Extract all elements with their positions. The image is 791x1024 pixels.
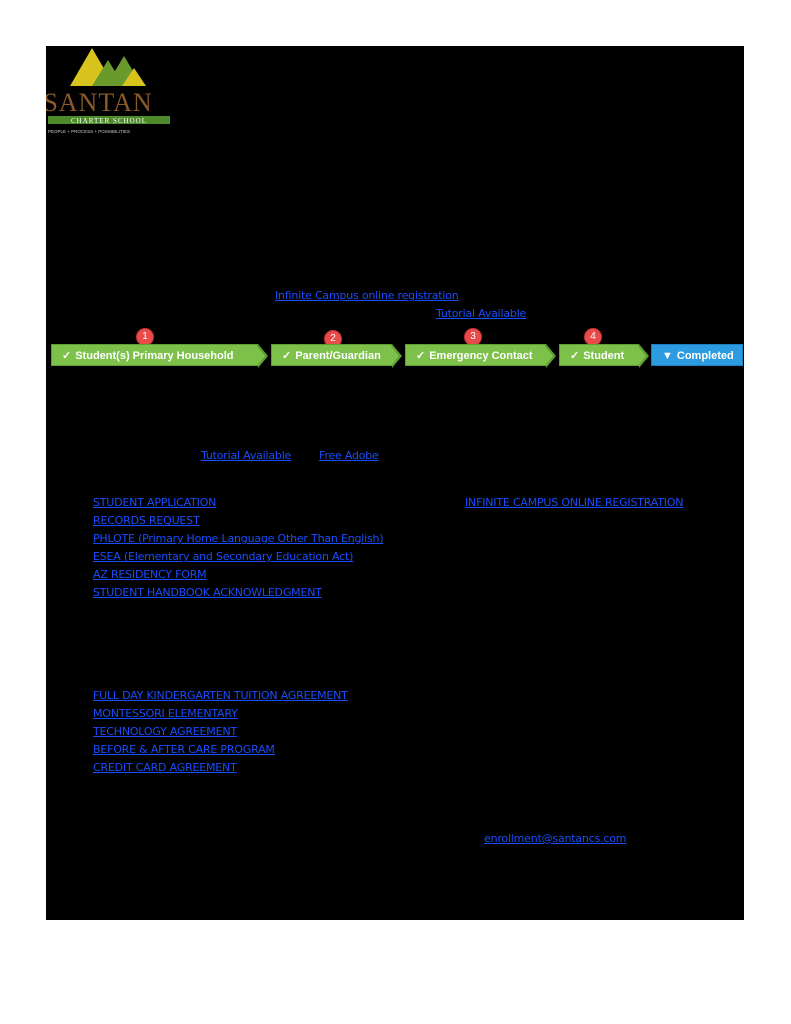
- logo-subtitle: CHARTER SCHOOL: [71, 117, 147, 125]
- registration-tutorial-link[interactable]: Tutorial Available: [436, 307, 527, 320]
- check-icon: ✓: [62, 350, 72, 362]
- step-parent-guardian: ✓Parent/Guardian: [271, 344, 392, 366]
- check-icon: ✓: [416, 350, 426, 362]
- records-request-link[interactable]: RECORDS REQUEST: [93, 514, 200, 527]
- registration-steps: ✓Student(s) Primary Household ✓Parent/Gu…: [51, 344, 743, 370]
- student-handbook-link[interactable]: STUDENT HANDBOOK ACKNOWLEDGMENT: [93, 586, 322, 599]
- step-primary-household: ✓Student(s) Primary Household: [51, 344, 258, 366]
- before-after-care-link[interactable]: BEFORE & AFTER CARE PROGRAM: [93, 743, 275, 756]
- technology-agreement-link[interactable]: TECHNOLOGY AGREEMENT: [93, 725, 237, 738]
- check-icon: ✓: [570, 350, 580, 362]
- step-student: ✓Student: [559, 344, 639, 366]
- step-emergency-contact: ✓Emergency Contact: [405, 344, 546, 366]
- triangle-down-icon: ▼: [662, 350, 673, 362]
- credit-card-agreement-link[interactable]: CREDIT CARD AGREEMENT: [93, 761, 237, 774]
- step-completed: ▼Completed: [651, 344, 743, 366]
- phlote-link[interactable]: PHLOTE (Primary Home Language Other Than…: [93, 532, 384, 545]
- document-page: SANTAN CHARTER SCHOOL PEOPLE + PROCESS +…: [46, 46, 744, 920]
- enrollment-email-link[interactable]: enrollment@santancs.com: [484, 832, 627, 845]
- check-icon: ✓: [282, 350, 292, 362]
- free-adobe-link[interactable]: Free Adobe: [319, 449, 379, 462]
- esea-link[interactable]: ESEA (Elementary and Secondary Education…: [93, 550, 354, 563]
- tutorial-link[interactable]: Tutorial Available: [201, 449, 292, 462]
- montessori-elementary-link[interactable]: MONTESSORI ELEMENTARY: [93, 707, 238, 720]
- az-residency-form-link[interactable]: AZ RESIDENCY FORM: [93, 568, 207, 581]
- student-application-link[interactable]: STUDENT APPLICATION: [93, 496, 217, 509]
- logo-name: SANTAN: [46, 88, 153, 117]
- logo-tagline: PEOPLE + PROCESS + POSSIBILITIES: [48, 129, 130, 134]
- school-logo: SANTAN CHARTER SCHOOL PEOPLE + PROCESS +…: [46, 46, 176, 138]
- kindergarten-tuition-link[interactable]: FULL DAY KINDERGARTEN TUITION AGREEMENT: [93, 689, 348, 702]
- infinite-campus-registration-link[interactable]: Infinite Campus online registration: [275, 289, 459, 302]
- infinite-campus-online-registration-link[interactable]: INFINITE CAMPUS ONLINE REGISTRATION: [465, 496, 684, 509]
